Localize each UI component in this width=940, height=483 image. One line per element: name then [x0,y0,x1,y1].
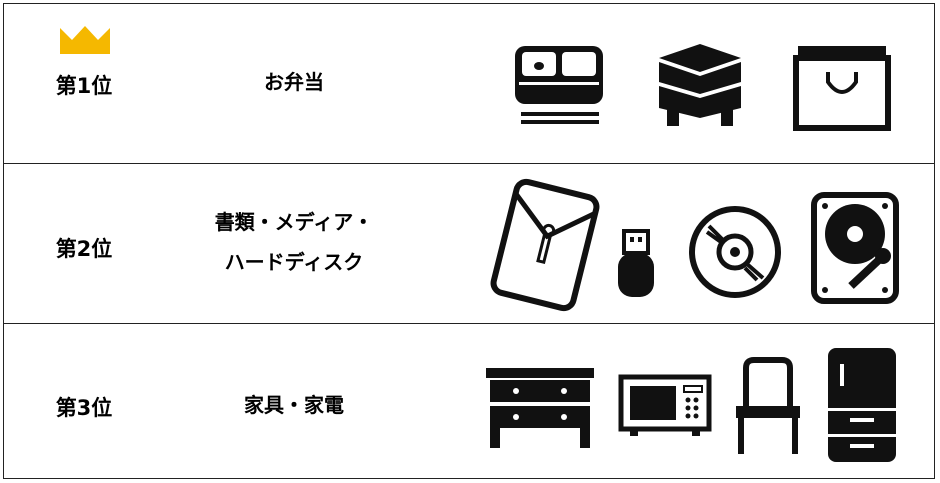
bento-box-icon [511,42,607,130]
chair-icon [732,356,804,456]
usb-drive-icon [616,229,656,299]
shopping-bag-icon [790,42,894,134]
crown-icon [58,24,112,56]
ranking-row-1: 第1位 お弁当 [4,4,934,163]
document-envelope-icon [486,178,604,312]
hard-disk-icon [811,192,899,304]
jubako-stacked-box-icon [655,42,745,130]
rank-label: 第2位 [55,237,113,261]
chest-of-drawers-icon [482,366,598,450]
category-label: 書類・メディア・ ハードディスク [214,210,374,274]
rank-label: 第1位 [55,74,113,98]
category-label: 家具・家電 [244,393,344,417]
cd-disc-icon [687,204,783,300]
ranking-row-3: 第3位 家具・家電 [4,323,934,480]
rank-label: 第3位 [55,396,113,420]
refrigerator-icon [826,346,898,464]
category-label: お弁当 [264,70,324,94]
ranking-table: 第1位 お弁当 [3,3,935,479]
ranking-row-2: 第2位 書類・メディア・ ハードディスク [4,163,934,323]
microwave-icon [618,374,712,438]
